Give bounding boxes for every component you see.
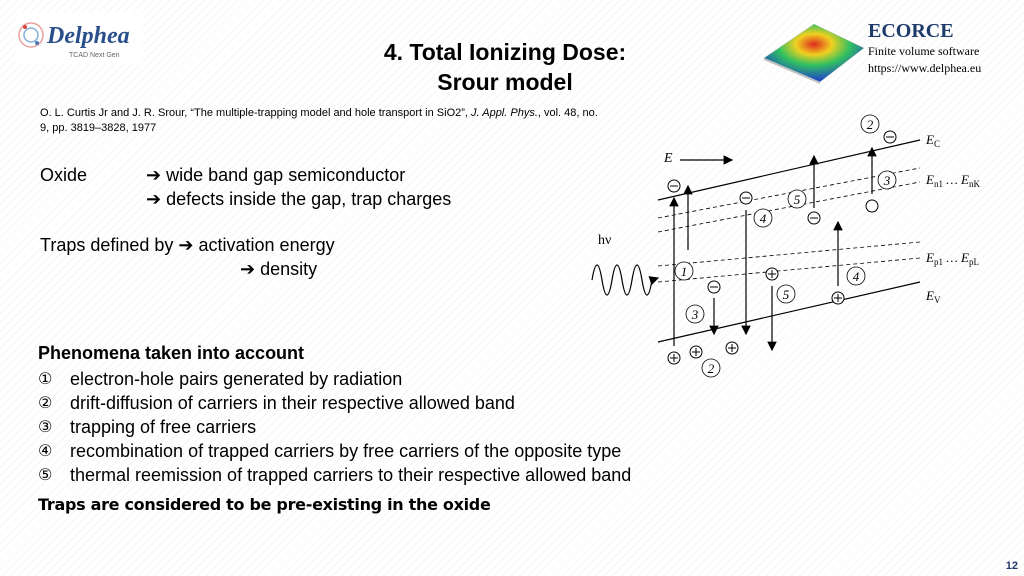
ecorce-url[interactable]: https://www.delphea.eu — [868, 61, 982, 75]
ecorce-name: ECORCE — [868, 20, 954, 42]
transition-arrows — [669, 146, 877, 352]
ecorce-info: ECORCE Finite volume software https://ww… — [868, 20, 981, 77]
svg-text:2: 2 — [708, 361, 715, 376]
svg-text:En1 … EnK: En1 … EnK — [925, 172, 980, 189]
svg-text:4: 4 — [853, 269, 860, 284]
oxide-label: Oxide — [40, 165, 88, 185]
phenomena-title: Phenomena taken into account — [38, 343, 305, 363]
hole-icon — [667, 267, 845, 365]
oxide-property-1: ➔ wide band gap semiconductor — [146, 165, 406, 185]
oxide-properties: ➔ wide band gap semiconductor ➔ defects … — [146, 163, 451, 211]
traps-line-2: ➔ density — [240, 259, 318, 279]
reference-journal: J. Appl. Phys. — [471, 107, 538, 119]
title-line-2: Srour model — [437, 69, 573, 95]
traps-note: Traps are considered to be pre-existing … — [38, 495, 491, 514]
page-number: 12 — [1005, 560, 1018, 572]
traps-definition: Traps defined by ➔ activation energy ➔ d… — [40, 233, 335, 281]
reference-citation: O. L. Curtis Jr and J. R. Srour, “The mu… — [40, 106, 600, 136]
reference-authors: O. L. Curtis Jr and J. R. Srour, “The mu… — [40, 107, 468, 119]
svg-text:5: 5 — [794, 192, 801, 207]
svg-text:2: 2 — [867, 117, 874, 132]
process-markers: 1 2 3 4 5 2 3 4 5 — [674, 114, 897, 378]
arrow-right-icon: ➔ — [146, 165, 162, 185]
oxide-property-2: ➔ defects inside the gap, trap charges — [146, 189, 452, 209]
reference-details: , vol. 48, no. 9, pp. 3819–3828, 1977 — [40, 107, 598, 134]
svg-text:Ep1 … EpL: Ep1 … EpL — [925, 250, 979, 267]
photon-wave-icon — [591, 264, 653, 296]
slide-title: 4. Total Ionizing Dose: Srour model — [340, 37, 670, 97]
electron-trap-level-1 — [657, 167, 921, 219]
svg-text:4: 4 — [760, 211, 767, 226]
svg-text:Delphea: Delphea — [46, 23, 130, 49]
svg-text:hν: hν — [598, 233, 611, 248]
electron-trap-level-2 — [657, 181, 921, 233]
traps-line-1: Traps defined by ➔ activation energy — [40, 235, 335, 255]
svg-text:5: 5 — [783, 287, 790, 302]
empty-trap-icon — [865, 199, 879, 213]
valence-band-line — [657, 281, 921, 343]
svg-text:3: 3 — [883, 173, 891, 188]
svg-text:3: 3 — [691, 307, 699, 322]
electron-icon — [667, 130, 897, 294]
hole-trap-level-2 — [657, 257, 921, 283]
arrow-right-icon: ➔ — [240, 259, 256, 279]
svg-text:EC: EC — [925, 132, 940, 149]
ecorce-3d-plot-icon — [760, 18, 868, 84]
svg-text:EV: EV — [925, 288, 941, 305]
delphea-logo: Delphea TCAD Next Gen — [15, 13, 142, 65]
arrow-right-icon: ➔ — [146, 189, 162, 209]
svg-text:E: E — [663, 151, 673, 166]
band-labels: EC En1 … EnK Ep1 … EpL EV — [925, 132, 980, 305]
conduction-band-line — [657, 139, 921, 201]
band-diagram: E hν — [580, 110, 1000, 395]
title-line-1: 4. Total Ionizing Dose: — [383, 39, 627, 65]
svg-text:TCAD Next Gen: TCAD Next Gen — [69, 52, 120, 59]
ecorce-description: Finite volume software — [868, 44, 980, 58]
arrow-right-icon: ➔ — [178, 235, 194, 255]
svg-text:1: 1 — [681, 264, 688, 279]
hole-trap-level-1 — [657, 241, 921, 267]
